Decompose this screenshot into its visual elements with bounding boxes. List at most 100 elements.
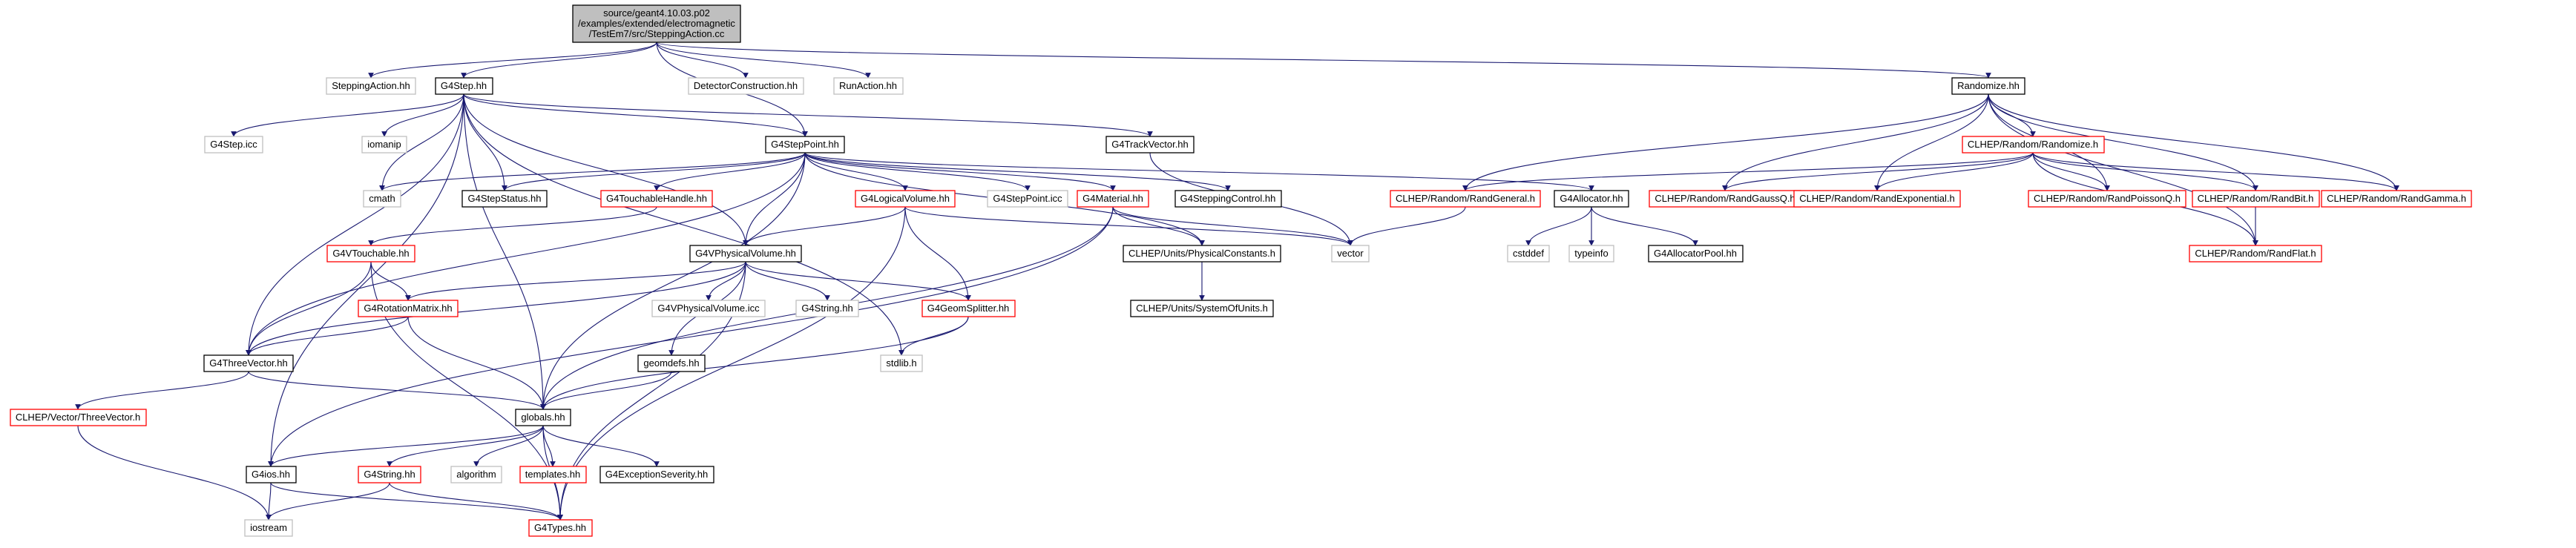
node-stdlib-h[interactable]: stdlib.h — [880, 354, 923, 372]
node-g4steppoint-hh[interactable]: G4StepPoint.hh — [765, 136, 845, 153]
node-cstddef[interactable]: cstddef — [1507, 245, 1550, 263]
edge-globals-hh-to-g4string-hh — [387, 425, 544, 467]
node-box — [833, 77, 904, 95]
edge-root-to-g4step-hh — [461, 42, 657, 79]
node-randomize-hh[interactable]: Randomize.hh — [1951, 77, 2025, 95]
edge-g4step-hh-to-g4ios-hh — [268, 93, 464, 467]
edge-root-to-steppingaction-hh — [368, 42, 657, 79]
node-systemofunits-h[interactable]: CLHEP/Units/SystemOfUnits.h — [1130, 300, 1274, 317]
node-g4string-hh-gray[interactable]: G4String.hh — [795, 300, 859, 317]
edge-clhep-randomize-h-to-randbit-h — [2032, 152, 2258, 191]
node-g4geomsplitter-hh[interactable]: G4GeomSplitter.hh — [921, 300, 1016, 317]
node-box — [204, 136, 263, 153]
node-randgeneral-h[interactable]: CLHEP/Random/RandGeneral.h — [1390, 190, 1541, 208]
node-g4vphysicalvolume-icc[interactable]: G4VPhysicalVolume.icc — [651, 300, 766, 317]
node-g4stepstatus-hh[interactable]: G4StepStatus.hh — [461, 190, 548, 208]
node-typeinfo[interactable]: typeinfo — [1568, 245, 1614, 263]
node-label: G4StepPoint.hh — [771, 139, 839, 150]
edge-g4step-hh-to-g4trackvector-hh — [463, 93, 1153, 137]
edge-geomdefs-hh-to-globals-hh — [540, 371, 672, 410]
node-box — [515, 409, 571, 426]
node-globals-hh[interactable]: globals.hh — [515, 409, 571, 426]
node-g4vphysicalvolume-hh[interactable]: G4VPhysicalVolume.hh — [689, 245, 802, 263]
node-randbit-h[interactable]: CLHEP/Random/RandBit.h — [2192, 190, 2320, 208]
node-randgaussq-h[interactable]: CLHEP/Random/RandGaussQ.h — [1649, 190, 1801, 208]
node-box — [2192, 190, 2320, 208]
node-label: G4TouchableHandle.hh — [606, 193, 707, 204]
node-iostream[interactable]: iostream — [244, 519, 293, 537]
node-templates-hh[interactable]: templates.hh — [519, 466, 587, 483]
node-box — [689, 245, 802, 263]
edge-g4ios-hh-to-g4types-hh — [270, 482, 563, 521]
edge-g4steppoint-hh-to-g4stepstatus-hh — [502, 152, 806, 191]
node-label: G4ThreeVector.hh — [209, 357, 288, 369]
node-g4allocator-hh[interactable]: G4Allocator.hh — [1554, 190, 1629, 208]
node-clhep-randomize-h[interactable]: CLHEP/Random/Randomize.h — [1962, 136, 2105, 153]
node-box — [361, 136, 407, 153]
node-runaction-hh[interactable]: RunAction.hh — [833, 77, 904, 95]
edge-randomize-hh-to-randgaussq-h — [1722, 93, 1989, 191]
node-randflat-h[interactable]: CLHEP/Random/RandFlat.h — [2189, 245, 2322, 263]
node-g4steppingcontrol-hh[interactable]: G4SteppingControl.hh — [1174, 190, 1282, 208]
node-g4touchablehandle-hh[interactable]: G4TouchableHandle.hh — [600, 190, 713, 208]
node-g4threevector-hh[interactable]: G4ThreeVector.hh — [203, 354, 294, 372]
edge-g4material-hh-to-vector — [1112, 206, 1353, 246]
edge-g4logicalvolume-hh-to-g4types-hh — [557, 206, 906, 521]
node-g4steppoint-icc[interactable]: G4StepPoint.icc — [987, 190, 1068, 208]
node-label: G4Step.icc — [210, 139, 257, 150]
edge-g4threevector-hh-to-threevector-h — [75, 371, 249, 410]
node-vector[interactable]: vector — [1331, 245, 1370, 263]
edge-g4vphysicalvolume-hh-to-g4string-hh-gray — [745, 261, 830, 301]
node-g4material-hh[interactable]: G4Material.hh — [1077, 190, 1149, 208]
node-box — [326, 77, 416, 95]
node-box — [795, 300, 859, 317]
node-randexponential-h[interactable]: CLHEP/Random/RandExponential.h — [1793, 190, 1961, 208]
node-label: G4ExceptionSeverity.hh — [605, 469, 709, 480]
node-label: /TestEm7/src/SteppingAction.cc — [589, 28, 725, 39]
node-geomdefs-hh[interactable]: geomdefs.hh — [637, 354, 706, 372]
node-algorithm[interactable]: algorithm — [450, 466, 502, 483]
node-box — [1568, 245, 1614, 263]
node-g4trackvector-hh[interactable]: G4TrackVector.hh — [1105, 136, 1195, 153]
edge-root-to-detectorconstruction-hh — [656, 42, 749, 79]
node-g4types-hh[interactable]: G4Types.hh — [528, 519, 593, 537]
node-iomanip[interactable]: iomanip — [361, 136, 407, 153]
edge-g4steppoint-hh-to-g4logicalvolume-hh — [804, 152, 908, 191]
node-g4string-hh[interactable]: G4String.hh — [358, 466, 421, 483]
node-physicalconstants-h[interactable]: CLHEP/Units/PhysicalConstants.h — [1123, 245, 1281, 263]
node-threevector-h[interactable]: CLHEP/Vector/ThreeVector.h — [10, 409, 147, 426]
node-steppingaction-hh[interactable]: SteppingAction.hh — [326, 77, 416, 95]
edge-g4step-hh-to-g4vphysicalvolume-hh — [463, 93, 749, 246]
edge-g4step-hh-to-g4steppoint-hh — [463, 93, 808, 137]
node-g4ios-hh[interactable]: G4ios.hh — [246, 466, 297, 483]
node-g4logicalvolume-hh[interactable]: G4LogicalVolume.hh — [855, 190, 956, 208]
node-box — [572, 4, 741, 43]
edge-g4steppoint-hh-to-g4material-hh — [804, 152, 1116, 191]
node-randgamma-h[interactable]: CLHEP/Random/RandGamma.h — [2321, 190, 2472, 208]
node-box — [528, 519, 593, 537]
node-g4allocatorpool-hh[interactable]: G4AllocatorPool.hh — [1648, 245, 1744, 263]
edge-g4vphysicalvolume-hh-to-g4threevector-hh — [246, 261, 746, 356]
node-label: templates.hh — [525, 469, 580, 480]
node-label: G4AllocatorPool.hh — [1654, 248, 1737, 259]
node-label: G4StepPoint.icc — [993, 193, 1062, 204]
node-box — [2189, 245, 2322, 263]
node-detectorconstruction-hh[interactable]: DetectorConstruction.hh — [688, 77, 804, 95]
edge-g4geomsplitter-hh-to-stdlib-h — [898, 316, 969, 356]
node-root[interactable]: source/geant4.10.03.p02/examples/extende… — [572, 4, 741, 43]
node-box — [2028, 190, 2186, 208]
node-g4exceptionseverity-hh[interactable]: G4ExceptionSeverity.hh — [599, 466, 714, 483]
node-g4step-icc[interactable]: G4Step.icc — [204, 136, 263, 153]
node-cmath[interactable]: cmath — [363, 190, 401, 208]
edge-g4string-hh-to-g4types-hh — [389, 482, 563, 521]
edge-globals-hh-to-algorithm — [473, 425, 544, 467]
node-g4rotationmatrix-hh[interactable]: G4RotationMatrix.hh — [358, 300, 459, 317]
node-g4step-hh[interactable]: G4Step.hh — [435, 77, 493, 95]
node-label: /examples/extended/electromagnetic — [578, 18, 735, 29]
edge-g4step-hh-to-g4threevector-hh — [246, 93, 464, 356]
node-label: G4SteppingControl.hh — [1180, 193, 1276, 204]
node-randpoissonq-h[interactable]: CLHEP/Random/RandPoissonQ.h — [2028, 190, 2186, 208]
node-g4vtouchable-hh[interactable]: G4VTouchable.hh — [326, 245, 415, 263]
node-label: algorithm — [456, 469, 496, 480]
edge-g4step-hh-to-stdlib-h — [463, 93, 904, 356]
